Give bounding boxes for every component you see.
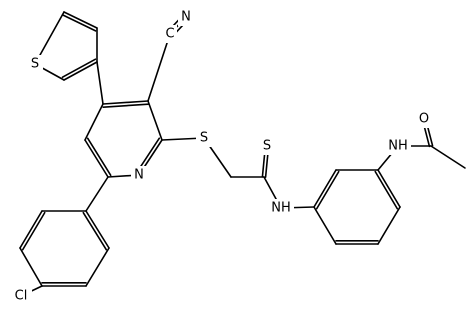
atom-s-thioether: S [200, 131, 208, 146]
atom-labels: S N C S N S NH NH O Cl [10, 8, 432, 305]
bond-pC6-pC5-inner [86, 137, 112, 177]
atom-s-thioamide: S [263, 139, 271, 154]
bond-tC1-tC2 [63, 11, 98, 29]
bond-tC3-tC4-inner [61, 58, 97, 78]
bond-pC6-cA [85, 176, 109, 212]
bond-pC6-pC5 [84, 139, 109, 178]
bond-cE-cF-inner [21, 211, 46, 251]
bond-bC-bD [377, 169, 401, 208]
bond-pC4-pC3-inner [102, 103, 150, 108]
atom-c-nitrile: C [165, 27, 174, 42]
bond-bF-bA [313, 206, 337, 245]
bond-tC3-pC4 [96, 61, 104, 105]
bond-pC3-nC [147, 33, 171, 102]
atom-cl: Cl [15, 289, 28, 304]
atom-nh-thioamide: NH [271, 201, 291, 216]
atom-s-thiophene: S [31, 57, 39, 72]
bond-bD-bE [377, 206, 401, 245]
atom-o-carbonyl: O [419, 112, 429, 127]
bond-cB-cC [85, 247, 110, 287]
bond-pC3-pC2 [147, 100, 163, 141]
atom-n-nitrile: N [181, 10, 191, 25]
bond-bA-bB [313, 169, 337, 208]
bond-tC1-tC2-inner [61, 14, 97, 32]
atom-nh-acetamide: NH [388, 139, 408, 154]
bond-bC-bD-inner [374, 170, 399, 210]
bond-cA-cB [85, 210, 110, 249]
bond-cD-cE [19, 247, 43, 287]
bond-bA-bB-inner [315, 170, 340, 210]
bond-cE-cF [19, 210, 43, 249]
bond-cA-cB-inner [82, 211, 108, 251]
atom-n-pyridine: N [134, 168, 144, 183]
bond-pC4-pC3 [102, 100, 149, 105]
bond-pC5-pC4 [84, 103, 104, 141]
bond-coC-me [430, 145, 466, 169]
bond-tC3-tC4 [63, 61, 98, 81]
